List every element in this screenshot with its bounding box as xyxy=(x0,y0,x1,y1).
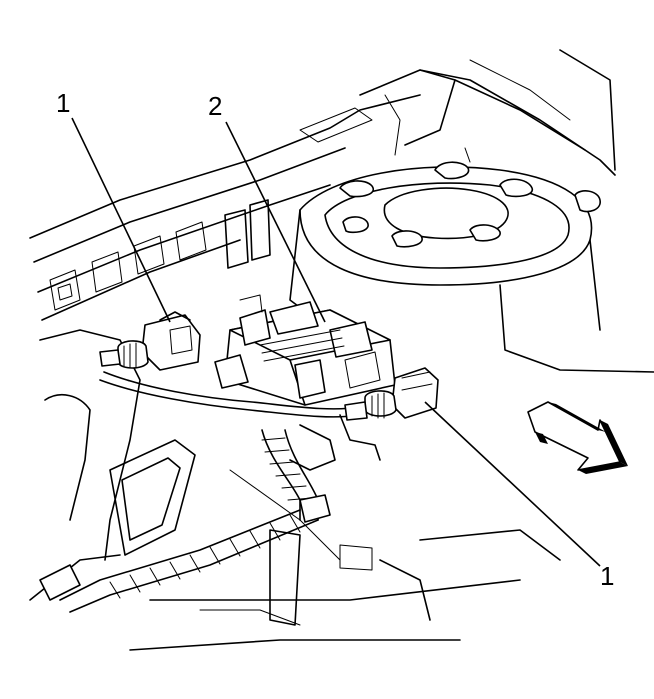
lower-body-panels xyxy=(29,329,561,651)
callout-1-left: 1 xyxy=(56,88,70,118)
wiring-harness xyxy=(39,371,361,613)
left-sensor-connector xyxy=(99,311,201,371)
callout-1-right: 1 xyxy=(600,561,614,591)
leader-lines xyxy=(71,117,601,567)
callout-2: 2 xyxy=(208,91,222,121)
leader-line-1-right xyxy=(424,401,601,567)
vehicle-body-structure xyxy=(29,49,616,321)
trunk-floor-pan xyxy=(289,147,654,373)
inflatable-restraint-module xyxy=(214,294,396,406)
leader-line-1-left xyxy=(71,117,171,323)
right-sensor-connector xyxy=(339,367,439,461)
front-direction-arrow-icon xyxy=(527,401,628,474)
leader-line-2 xyxy=(225,121,326,323)
